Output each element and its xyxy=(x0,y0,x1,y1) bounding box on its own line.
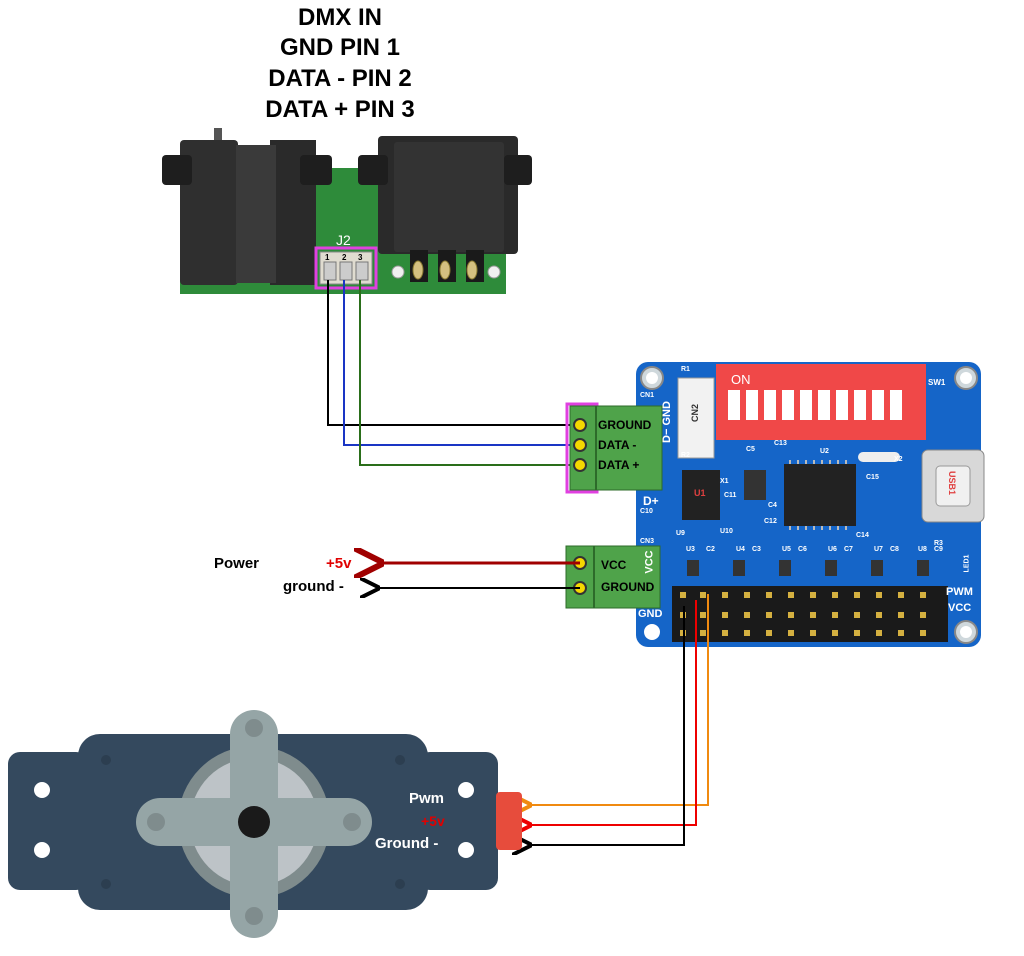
header-line-data-plus: DATA + PIN 3 xyxy=(265,96,415,123)
u8-label: U8 xyxy=(918,546,927,553)
power-ground-label: ground - xyxy=(283,578,344,595)
j2-outline xyxy=(314,246,378,290)
r1-label: R1 xyxy=(681,366,690,373)
vcc-label-left: VCC xyxy=(643,550,656,574)
c8-label: C8 xyxy=(890,546,899,553)
u1-label: U1 xyxy=(694,488,706,498)
servo-shaft xyxy=(238,806,270,838)
terminal-label-data-minus: DATA - xyxy=(598,438,637,452)
j2-label: J2 xyxy=(336,232,351,248)
c5-label: C5 xyxy=(746,446,755,453)
j2-pin-2: 2 xyxy=(342,253,347,262)
u7-label: U7 xyxy=(874,546,883,553)
mount-hole-bl xyxy=(644,624,660,640)
wire-servo-pwm xyxy=(528,594,709,805)
x1-label: X1 xyxy=(720,478,729,485)
servo-mount-right xyxy=(418,752,498,890)
d-minus-gnd-label: D− GND xyxy=(660,401,673,443)
led1-label: LED1 xyxy=(963,554,971,573)
terminal-label-data-plus: DATA + xyxy=(598,458,640,472)
gnd-label: GND xyxy=(638,608,663,620)
c11-label: C11 xyxy=(724,492,737,499)
power-label: Power xyxy=(214,555,260,572)
pwm-label: PWM xyxy=(946,586,973,598)
cn2-label: CN2 xyxy=(690,403,701,423)
cn3-label: CN3 xyxy=(640,538,655,545)
c6-label: C6 xyxy=(798,546,807,553)
pin-header-pins xyxy=(680,592,926,636)
u6-label: U6 xyxy=(828,546,837,553)
terminal-screw-ground[interactable] xyxy=(573,418,587,432)
terminal-screw-data-plus[interactable] xyxy=(573,458,587,472)
c4-label: C4 xyxy=(768,502,777,509)
terminal-screw-data-minus[interactable] xyxy=(573,438,587,452)
c15-label: C15 xyxy=(866,474,879,481)
c14-label: C14 xyxy=(856,532,869,539)
terminal-label-ground: GROUND xyxy=(598,418,652,432)
header-line-gnd-pin: GND PIN 1 xyxy=(279,34,401,61)
u5-label: U5 xyxy=(782,546,791,553)
terminal-label-vcc: VCC xyxy=(601,558,627,572)
r3-label: R3 xyxy=(934,540,943,547)
dmx-terminal-block xyxy=(565,402,663,494)
dip-switch-levers xyxy=(728,390,902,420)
d-plus-label: D+ xyxy=(643,494,659,508)
xlr-board xyxy=(162,128,532,294)
wire-servo-ground xyxy=(528,606,685,845)
r2-label: R2 xyxy=(681,452,690,459)
servo-plus-label: +5v xyxy=(421,813,445,829)
servo-mount-left xyxy=(8,752,88,890)
sw1-label: SW1 xyxy=(928,378,946,387)
servo-pwm-label: Pwm xyxy=(409,790,445,807)
wire-ground xyxy=(327,280,580,426)
j2-pin-1: 1 xyxy=(325,253,330,262)
servo-connector xyxy=(496,792,522,850)
vcc-label-right: VCC xyxy=(948,602,972,614)
u3-label: U3 xyxy=(686,546,695,553)
u10-label: U10 xyxy=(720,528,733,535)
wire-servo-plus xyxy=(528,600,697,825)
chip-u1 xyxy=(682,470,720,520)
xlr-connector-left xyxy=(162,128,332,285)
c10-label: C10 xyxy=(640,508,653,515)
c12-label: C12 xyxy=(764,518,777,525)
servo-ground-label: Ground - xyxy=(375,835,439,852)
servo-motor xyxy=(8,710,522,938)
wire-data-minus xyxy=(343,280,580,446)
crystal-x2 xyxy=(858,452,900,462)
power-plus-label: +5v xyxy=(326,555,352,572)
mcu-u2 xyxy=(784,464,856,526)
chip-small xyxy=(744,470,766,500)
controller-board xyxy=(636,362,985,647)
c2-label: C2 xyxy=(706,546,715,553)
u2-label: U2 xyxy=(820,448,829,455)
dip-on-label: ON xyxy=(731,372,751,387)
header-line-data-minus: DATA - PIN 2 xyxy=(268,65,412,92)
u4-label: U4 xyxy=(736,546,745,553)
terminal-label-gnd: GROUND xyxy=(601,580,655,594)
power-terminal-block xyxy=(565,545,661,609)
xlr-connector-right xyxy=(358,136,532,282)
c3-label: C3 xyxy=(752,546,761,553)
j2-pin-3: 3 xyxy=(358,253,363,262)
cn2-connector xyxy=(677,377,715,459)
header-line-dmx-in: DMX IN xyxy=(298,4,382,31)
driver-row xyxy=(687,560,929,576)
c9-label: C9 xyxy=(934,546,943,553)
usb1-label: USB1 xyxy=(947,470,958,496)
u9-label: U9 xyxy=(676,530,685,537)
cn1-label: CN1 xyxy=(640,392,655,399)
c13-label: C13 xyxy=(774,440,787,447)
x2-label: X2 xyxy=(894,456,903,463)
wire-data-plus xyxy=(359,280,580,466)
c7-label: C7 xyxy=(844,546,853,553)
